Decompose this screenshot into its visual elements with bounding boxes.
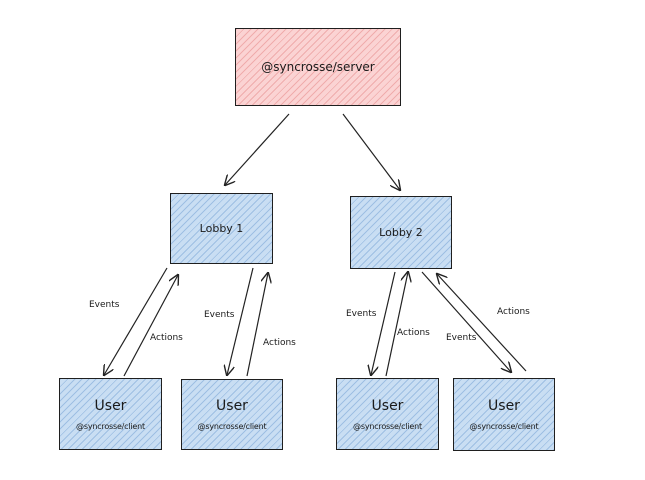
user-2-title: User — [216, 398, 248, 414]
edge-label-actions-2: Actions — [263, 338, 296, 348]
user-4-subtitle: @syncrosse/client — [469, 422, 539, 431]
arrow-actions-user2-lobby1 — [246, 273, 268, 377]
lobby-1-node: Lobby 1 — [170, 193, 273, 264]
edge-label-events-1: Events — [89, 300, 120, 310]
edge-label-events-4: Events — [446, 333, 477, 343]
user-3-subtitle: @syncrosse/client — [353, 421, 422, 431]
edge-label-actions-3: Actions — [397, 328, 430, 338]
arrow-events-lobby2-user3 — [371, 271, 396, 375]
user-1-node: User @syncrosse/client — [59, 378, 162, 450]
arrow-events-lobby1-user2 — [227, 267, 254, 375]
user-3-title: User — [371, 397, 404, 414]
user-2-node: User @syncrosse/client — [181, 379, 283, 450]
arrow-events-lobby2-user4 — [421, 271, 511, 372]
user-2-subtitle: @syncrosse/client — [197, 422, 267, 431]
lobby-2-node: Lobby 2 — [350, 196, 452, 269]
lobby-2-label: Lobby 2 — [379, 226, 423, 239]
edge-label-actions-4: Actions — [497, 307, 530, 317]
user-1-subtitle: @syncrosse/client — [76, 421, 145, 431]
lobby-1-label: Lobby 1 — [199, 222, 244, 235]
edge-label-events-3: Events — [346, 309, 377, 319]
user-3-node: User @syncrosse/client — [336, 378, 439, 450]
server-node: @syncrosse/server — [235, 28, 401, 106]
edge-label-actions-1: Actions — [150, 333, 183, 343]
arrow-server-to-lobby-2 — [342, 113, 400, 190]
arrow-events-lobby1-user1 — [104, 267, 168, 375]
arrow-actions-user4-lobby2 — [437, 274, 527, 372]
arrow-server-to-lobby-1 — [225, 113, 290, 185]
server-label: @syncrosse/server — [261, 60, 375, 74]
arrow-actions-user1-lobby1 — [123, 275, 178, 377]
arrow-actions-user3-lobby2 — [385, 272, 408, 377]
edge-label-events-2: Events — [204, 310, 235, 320]
user-1-title: User — [94, 397, 127, 414]
user-4-title: User — [488, 398, 520, 414]
user-4-node: User @syncrosse/client — [453, 378, 555, 451]
